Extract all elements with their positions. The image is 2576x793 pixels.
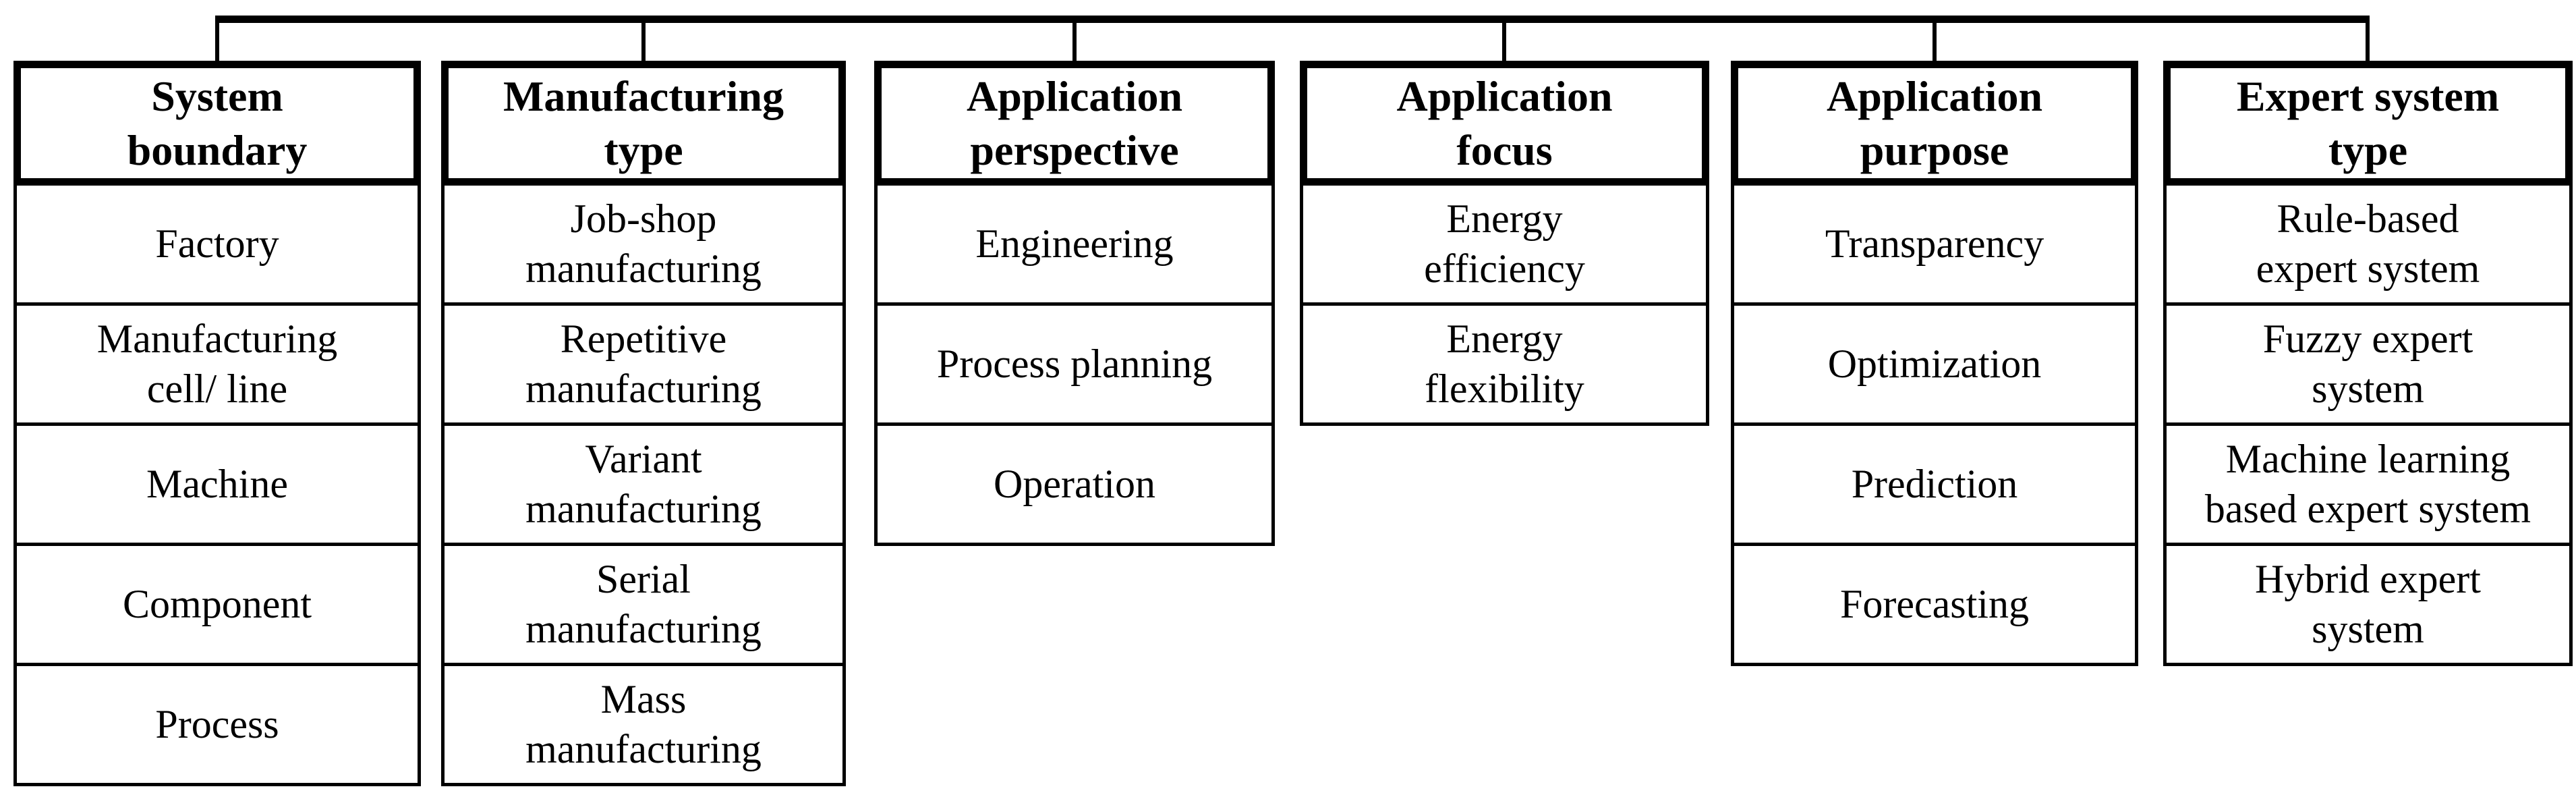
- item-label: Fuzzy expert system: [2262, 317, 2473, 411]
- item-label: Machine: [146, 461, 288, 506]
- column-header: Expert system type: [2163, 61, 2573, 186]
- item-box: Job-shop manufacturing: [441, 186, 846, 306]
- item-label: Factory: [155, 221, 279, 266]
- item-box: Fuzzy expert system: [2163, 306, 2573, 426]
- connector-stub-4: [1502, 18, 1506, 62]
- item-box: Optimization: [1731, 306, 2138, 426]
- item-box: Transparency: [1731, 186, 2138, 306]
- column-expert-system-type: Expert system type Rule-based expert sys…: [2163, 61, 2573, 666]
- connector-line: [215, 16, 2370, 23]
- item-label: Engineering: [975, 221, 1174, 266]
- column-application-perspective: Application perspective Engineering Proc…: [874, 61, 1275, 546]
- item-label: Transparency: [1825, 221, 2044, 266]
- item-box: Rule-based expert system: [2163, 186, 2573, 306]
- connector-stub-2: [641, 18, 646, 62]
- item-label: Process: [155, 701, 279, 746]
- column-header: Application purpose: [1731, 61, 2138, 186]
- column-header-label: System boundary: [127, 72, 308, 174]
- item-box: Engineering: [874, 186, 1275, 306]
- item-box: Machine: [13, 426, 421, 546]
- item-label: Manufacturing cell/ line: [96, 317, 338, 411]
- item-box: Energy flexibility: [1300, 306, 1709, 426]
- item-label: Mass manufacturing: [525, 677, 762, 771]
- item-box: Factory: [13, 186, 421, 306]
- column-header: System boundary: [13, 61, 421, 186]
- item-label: Component: [123, 581, 312, 626]
- item-label: Repetitive manufacturing: [525, 317, 762, 411]
- connector-stub-1: [215, 18, 219, 62]
- connector-stub-3: [1072, 18, 1077, 62]
- item-label: Hybrid expert system: [2255, 557, 2481, 651]
- column-header: Manufacturing type: [441, 61, 846, 186]
- item-label: Prediction: [1851, 461, 2018, 506]
- item-label: Forecasting: [1840, 581, 2029, 626]
- item-label: Machine learning based expert system: [2204, 437, 2531, 531]
- item-box: Forecasting: [1731, 546, 2138, 666]
- item-box: Component: [13, 546, 421, 666]
- item-box: Operation: [874, 426, 1275, 546]
- item-box: Energy efficiency: [1300, 186, 1709, 306]
- column-manufacturing-type: Manufacturing type Job-shop manufacturin…: [441, 61, 846, 786]
- item-label: Job-shop manufacturing: [525, 196, 762, 291]
- item-box: Repetitive manufacturing: [441, 306, 846, 426]
- connector-stub-5: [1933, 18, 1937, 62]
- column-header: Application focus: [1300, 61, 1709, 186]
- item-box: Process planning: [874, 306, 1275, 426]
- item-label: Operation: [994, 461, 1155, 506]
- column-header-label: Application perspective: [966, 72, 1183, 174]
- item-box: Manufacturing cell/ line: [13, 306, 421, 426]
- item-box: Prediction: [1731, 426, 2138, 546]
- column-header: Application perspective: [874, 61, 1275, 186]
- column-header-label: Application purpose: [1826, 72, 2043, 174]
- connector-stub-6: [2366, 18, 2370, 62]
- item-label: Process planning: [936, 341, 1213, 386]
- item-label: Optimization: [1827, 341, 2042, 386]
- column-header-label: Manufacturing type: [503, 72, 784, 174]
- item-label: Energy flexibility: [1425, 317, 1584, 411]
- column-application-focus: Application focus Energy efficiency Ener…: [1300, 61, 1709, 426]
- item-box: Variant manufacturing: [441, 426, 846, 546]
- item-label: Serial manufacturing: [525, 557, 762, 651]
- item-label: Energy efficiency: [1424, 196, 1585, 291]
- item-box: Process: [13, 666, 421, 786]
- item-label: Rule-based expert system: [2256, 196, 2480, 291]
- item-box: Serial manufacturing: [441, 546, 846, 666]
- column-system-boundary: System boundary Factory Manufacturing ce…: [13, 61, 421, 786]
- column-header-label: Application focus: [1396, 72, 1613, 174]
- item-box: Machine learning based expert system: [2163, 426, 2573, 546]
- column-header-label: Expert system type: [2236, 72, 2500, 174]
- item-box: Hybrid expert system: [2163, 546, 2573, 666]
- column-application-purpose: Application purpose Transparency Optimiz…: [1731, 61, 2138, 666]
- item-box: Mass manufacturing: [441, 666, 846, 786]
- item-label: Variant manufacturing: [525, 437, 762, 531]
